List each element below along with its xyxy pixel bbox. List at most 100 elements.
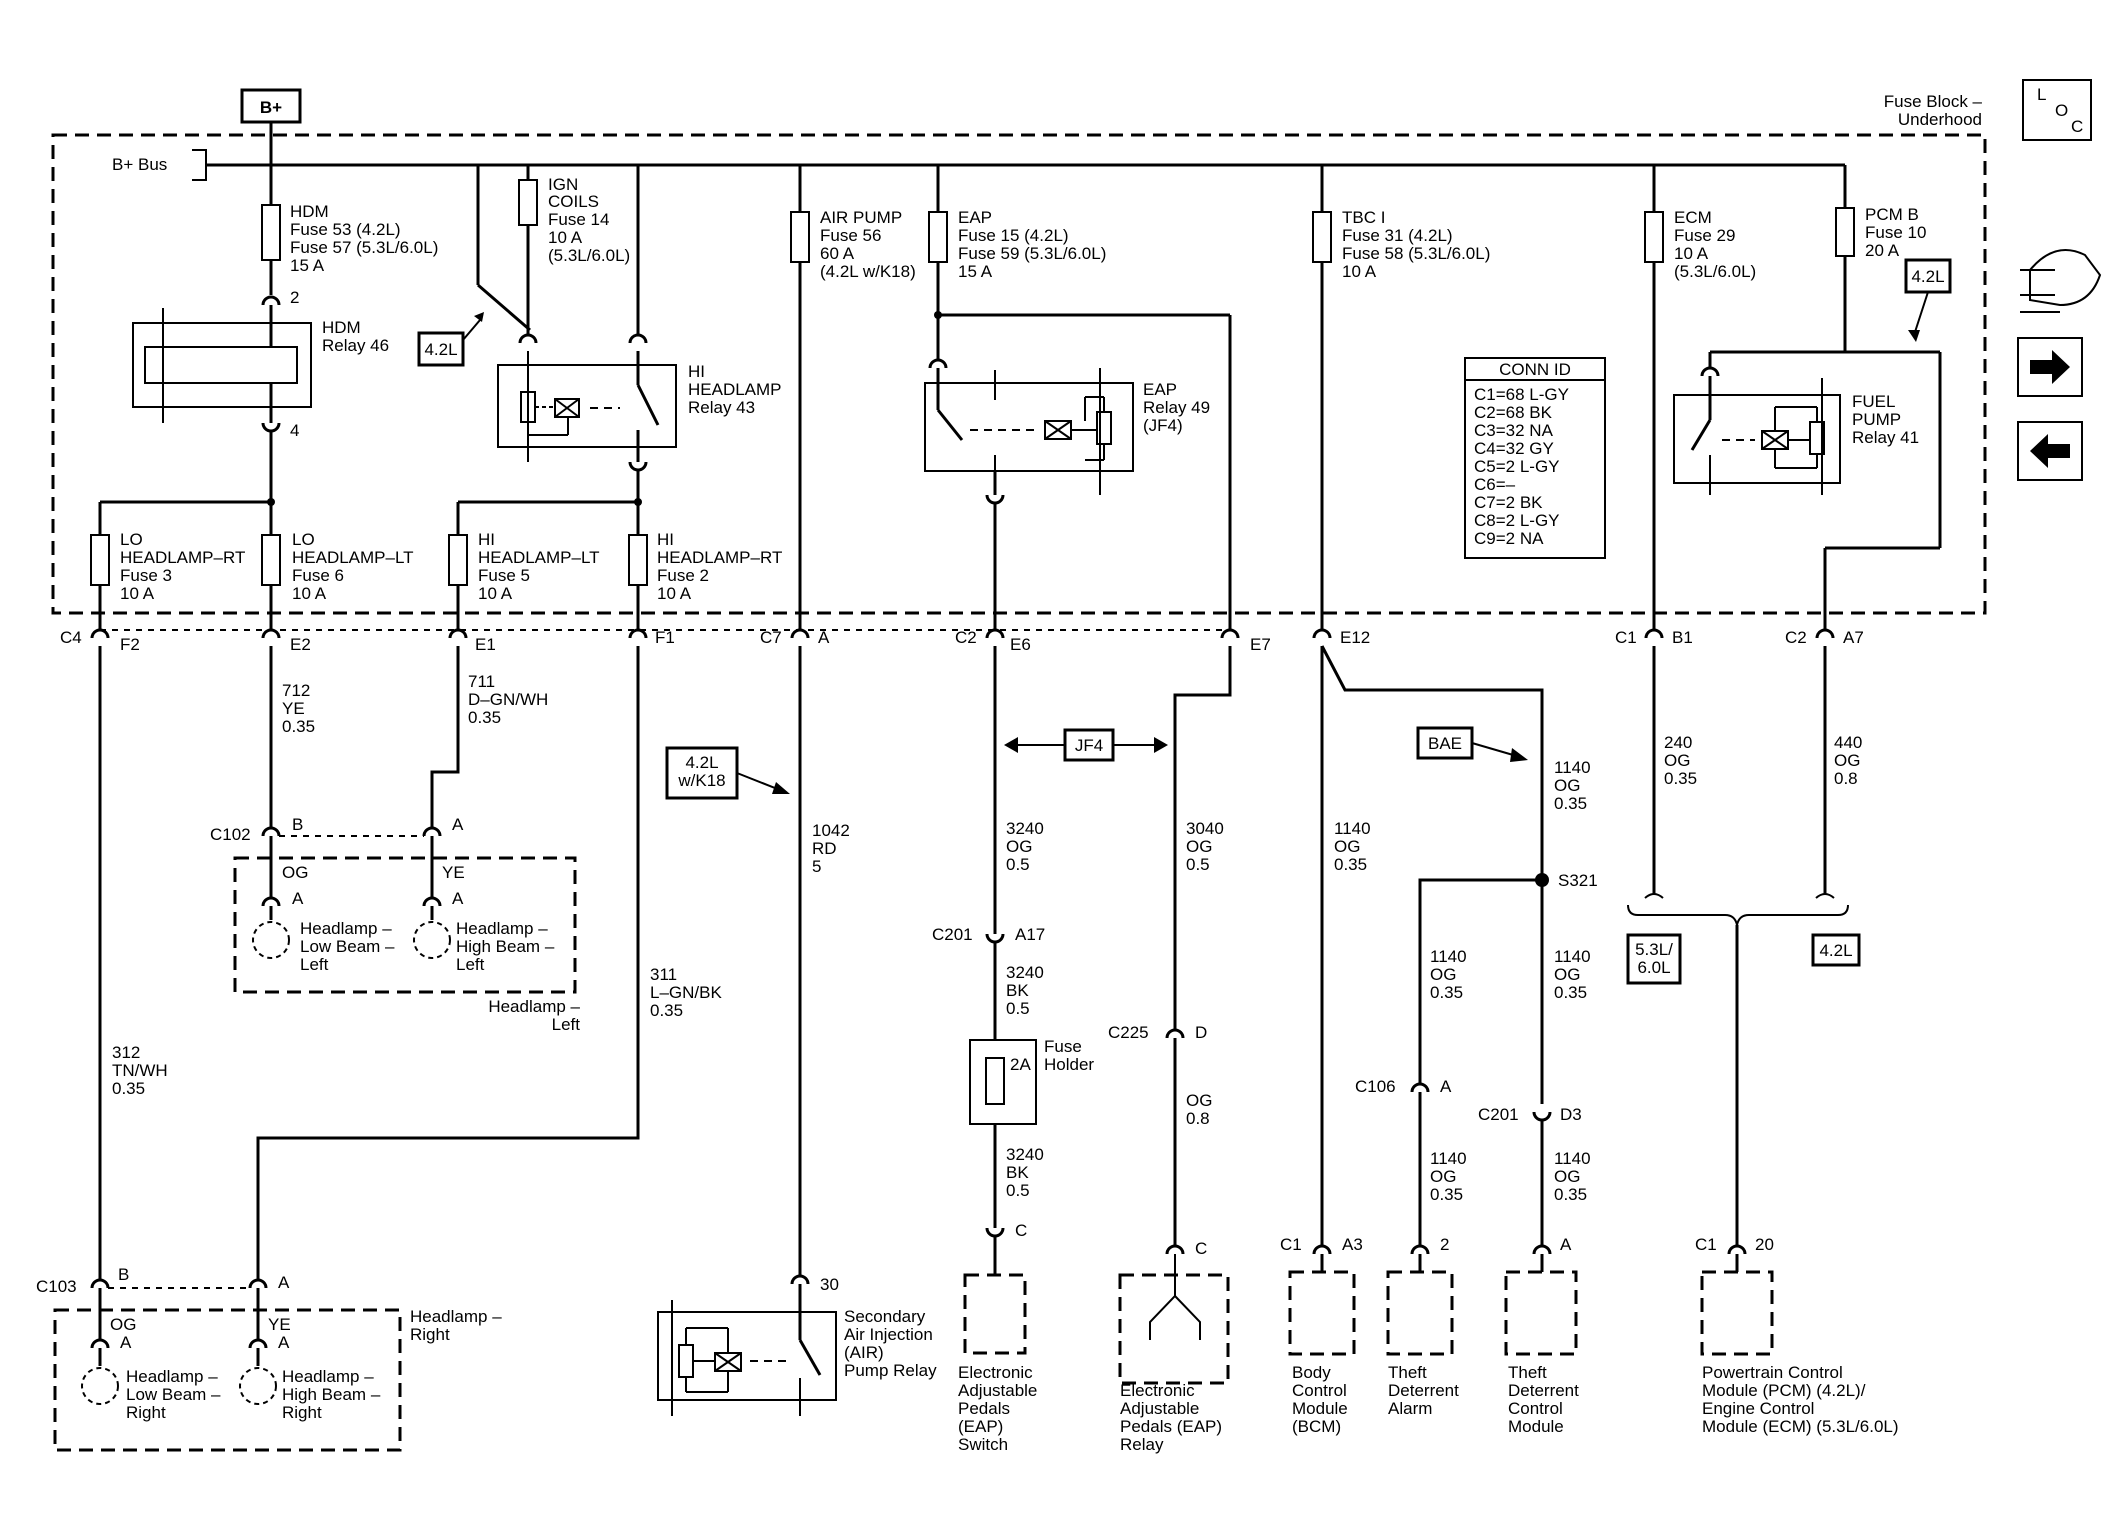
svg-text:0.8: 0.8 [1186,1109,1210,1128]
svg-text:HEADLAMP–LT: HEADLAMP–LT [292,548,414,567]
pcm-ecm [1700,1270,1774,1356]
connector-terminal [1220,628,1240,639]
svg-text:YE: YE [268,1315,291,1334]
wire-1140f-label: 1140 OG 0.35 [1554,1149,1591,1204]
svg-text:0.35: 0.35 [1554,794,1587,813]
tag-4.2l-hi [417,331,465,367]
svg-text:Fuse 2: Fuse 2 [657,566,709,585]
svg-text:E12: E12 [1340,628,1370,647]
svg-text:4.2L: 4.2L [1819,941,1852,960]
fuse-block-border [51,133,1987,615]
svg-text:C4: C4 [60,628,82,647]
svg-text:4.2L: 4.2L [424,340,457,359]
fuse-hi-lt-label: HI HEADLAMP–LT Fuse 5 10 A [478,530,600,603]
hl-low-right-label: Headlamp – Low Beam – Right [126,1367,221,1422]
svg-text:3240: 3240 [1006,819,1044,838]
svg-text:Body: Body [1292,1363,1331,1382]
tdcm-label: Theft Deterrent Control Module [1508,1363,1579,1436]
relay-eap-label: EAP Relay 49 (JF4) [1143,380,1210,435]
svg-text:10 A: 10 A [478,584,513,603]
svg-text:3240: 3240 [1006,1145,1044,1164]
connector-terminal [1815,628,1835,639]
fuse-pcm-b [1835,207,1855,257]
fuse-lo-lt [261,534,281,586]
svg-text:A: A [292,889,304,908]
svg-text:0.35: 0.35 [1334,855,1367,874]
wire-1140b-label: 1140 OG 0.35 [1554,758,1591,813]
svg-text:A: A [452,815,464,834]
svg-text:D3: D3 [1560,1105,1582,1124]
svg-text:OG: OG [1554,776,1580,795]
tag-jf4 [1063,728,1115,762]
svg-text:Low Beam –: Low Beam – [300,937,395,956]
svg-text:ECM: ECM [1674,208,1712,227]
fuse-hi-lt [448,534,468,586]
harness-icon[interactable] [2020,249,2102,313]
svg-text:E7: E7 [1250,635,1271,654]
svg-text:O: O [2055,101,2068,120]
svg-text:HEADLAMP–LT: HEADLAMP–LT [478,548,600,567]
connector-terminal [1644,628,1664,639]
hl-right-label: Headlamp – Right [410,1307,502,1344]
svg-text:Secondary: Secondary [844,1307,926,1326]
svg-text:10 A: 10 A [548,228,583,247]
svg-text:C1: C1 [1280,1235,1302,1254]
next-page-button[interactable] [2017,337,2083,397]
svg-text:L–GN/BK: L–GN/BK [650,983,722,1002]
svg-text:F1: F1 [655,628,675,647]
svg-text:C1=68 L-GY: C1=68 L-GY [1474,385,1569,404]
svg-text:BAE: BAE [1428,734,1462,753]
fuse-lo-rt-label: LO HEADLAMP–RT Fuse 3 10 A [120,530,245,603]
fuse-eap-label: EAP Fuse 15 (4.2L) Fuse 59 (5.3L/6.0L) 1… [958,208,1106,281]
svg-text:20: 20 [1755,1235,1774,1254]
loc-icon[interactable]: L O C [2022,79,2092,141]
prev-page-button[interactable] [2017,421,2083,481]
svg-text:Fuse 5: Fuse 5 [478,566,530,585]
svg-text:A: A [278,1333,290,1352]
tag-4.2l-k18 [665,746,739,800]
svg-text:Air Injection: Air Injection [844,1325,933,1344]
svg-text:10 A: 10 A [292,584,327,603]
svg-text:Headlamp –: Headlamp – [488,997,580,1016]
connector-terminal [90,628,110,639]
wire-312-label: 312 TN/WH 0.35 [112,1043,168,1098]
relay-fuel-pump-label: FUEL PUMP Relay 41 [1852,392,1919,447]
fuse-holder [969,1039,1037,1125]
svg-text:60 A: 60 A [820,244,855,263]
svg-text:HI: HI [688,362,705,381]
svg-text:3040: 3040 [1186,819,1224,838]
svg-text:Adjustable: Adjustable [1120,1399,1199,1418]
svg-text:IGN: IGN [548,175,578,194]
svg-text:Electronic: Electronic [958,1363,1033,1382]
fuse-eap [928,211,948,263]
svg-text:E2: E2 [290,635,311,654]
fuse-hdm-label: HDM Fuse 53 (4.2L) Fuse 57 (5.3L/6.0L) 1… [290,202,438,275]
svg-text:OG: OG [1430,1167,1456,1186]
svg-text:Pump Relay: Pump Relay [844,1361,937,1380]
svg-text:Deterrent: Deterrent [1388,1381,1459,1400]
svg-text:A: A [818,628,830,647]
svg-text:0.8: 0.8 [1834,769,1858,788]
svg-text:Headlamp –: Headlamp – [410,1307,502,1326]
svg-text:712: 712 [282,681,310,700]
eap-relay-label: Electronic Adjustable Pedals (EAP) Relay [1120,1381,1222,1454]
svg-text:(AIR): (AIR) [844,1343,884,1362]
svg-text:Electronic: Electronic [1120,1381,1195,1400]
svg-text:15 A: 15 A [290,256,325,275]
svg-text:0.35: 0.35 [282,717,315,736]
svg-text:0.5: 0.5 [1006,999,1030,1018]
svg-text:10 A: 10 A [1342,262,1377,281]
svg-text:CONN ID: CONN ID [1499,360,1571,379]
svg-text:1140: 1140 [1430,1149,1467,1168]
fuse-lo-rt [90,534,110,586]
svg-text:10 A: 10 A [1674,244,1709,263]
svg-text:OG: OG [1554,1167,1580,1186]
svg-text:15 A: 15 A [958,262,993,281]
svg-text:A: A [1560,1235,1572,1254]
bplus-label: B+ [260,98,282,117]
relay-eap [924,382,1134,472]
svg-text:Relay 43: Relay 43 [688,398,755,417]
svg-text:0.5: 0.5 [1006,855,1030,874]
svg-text:C6=–: C6=– [1474,475,1516,494]
svg-text:0.35: 0.35 [112,1079,145,1098]
